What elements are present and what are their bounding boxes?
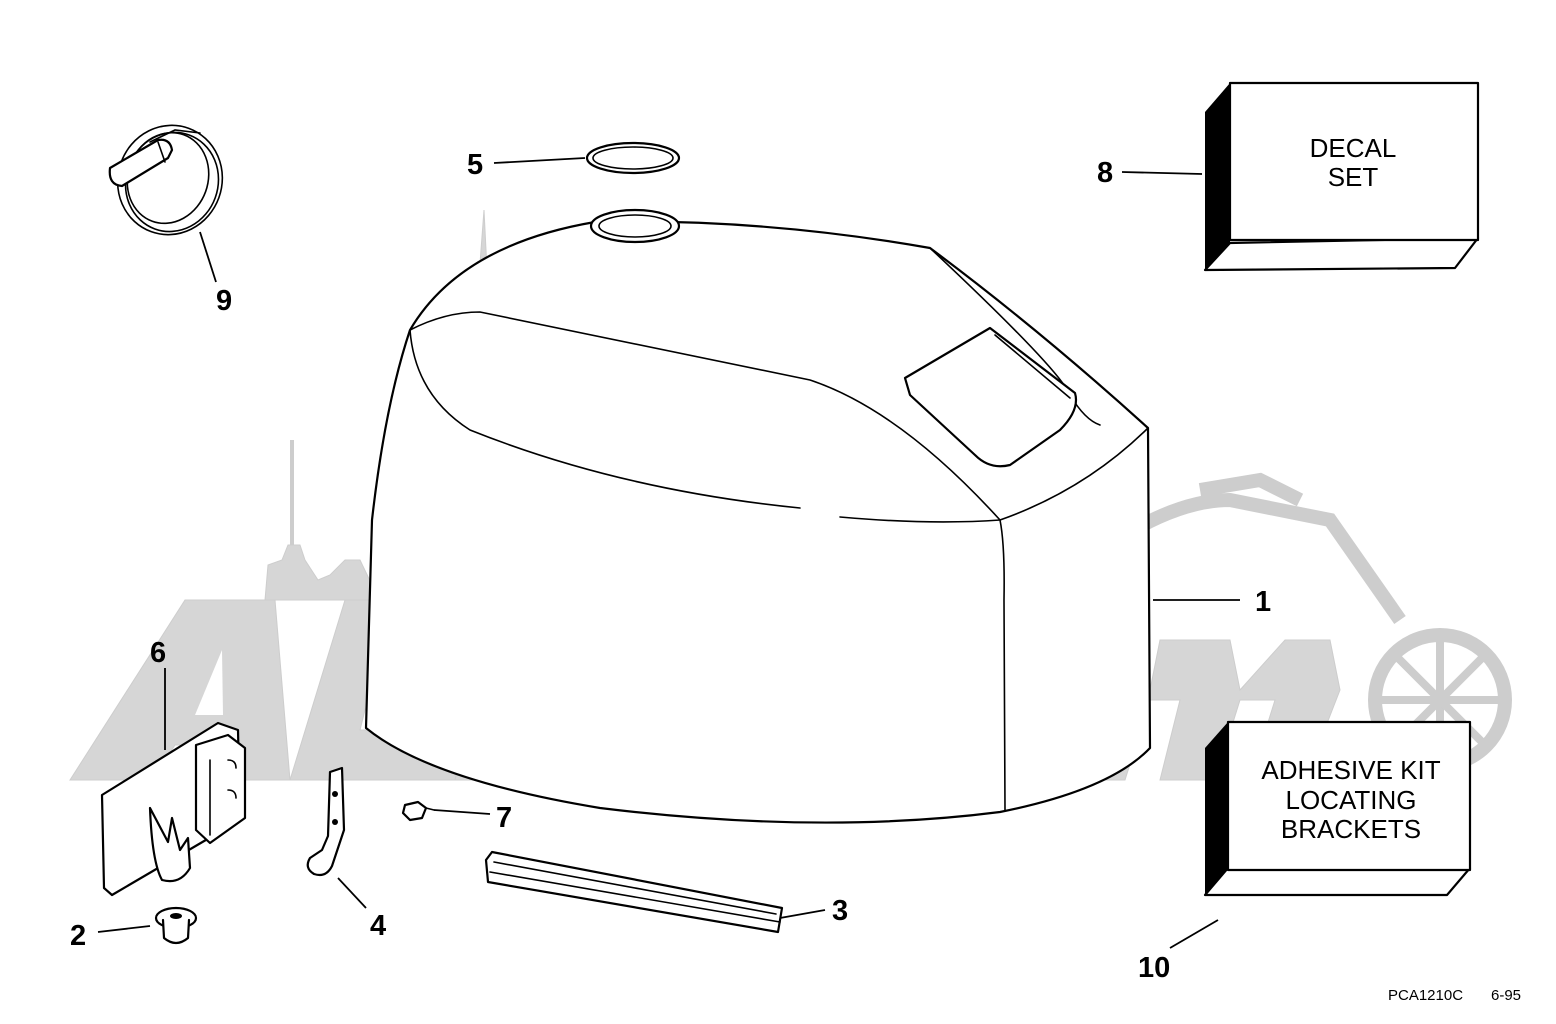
- bracket-plate: [100, 721, 247, 897]
- callout-4: 4: [370, 910, 386, 942]
- callout-1: 1: [1255, 586, 1271, 618]
- adhesive-box-label: ADHESIVE KIT LOCATING BRACKETS: [1261, 755, 1440, 844]
- decal-set-box: [1203, 81, 1480, 272]
- adhesive-label-line3: BRACKETS: [1281, 814, 1421, 844]
- callout-3: 3: [832, 895, 848, 927]
- cable-coil: [108, 124, 224, 236]
- callout-8: 8: [1097, 157, 1113, 189]
- decal-box-label: DECAL SET: [1310, 133, 1397, 192]
- callout-numbers: 1 2 3 4 5 6 7 8 9 10: [70, 149, 1271, 984]
- date-code: 6-95: [1491, 987, 1521, 1004]
- grommet: [154, 906, 198, 945]
- callout-2: 2: [70, 920, 86, 952]
- engine-cover: [364, 208, 1152, 824]
- adhesive-label-line2: LOCATING: [1286, 785, 1417, 815]
- callout-9: 9: [216, 285, 232, 317]
- callout-10: 10: [1138, 952, 1170, 984]
- callout-7: 7: [496, 802, 512, 834]
- locating-clip: [306, 766, 346, 877]
- screw: [401, 800, 435, 822]
- callout-6: 6: [150, 637, 166, 669]
- reference-code: PCA1210C: [1388, 987, 1463, 1004]
- adhesive-kit-box: [1203, 720, 1472, 897]
- callout-5: 5: [467, 149, 483, 181]
- adhesive-label-line1: ADHESIVE KIT: [1261, 755, 1440, 785]
- leader-lines: [97, 157, 1240, 949]
- decal-label-line1: DECAL: [1310, 133, 1397, 163]
- decal-label-line2: SET: [1328, 162, 1379, 192]
- seal-strip: [484, 850, 784, 934]
- seal-ring: [585, 141, 681, 175]
